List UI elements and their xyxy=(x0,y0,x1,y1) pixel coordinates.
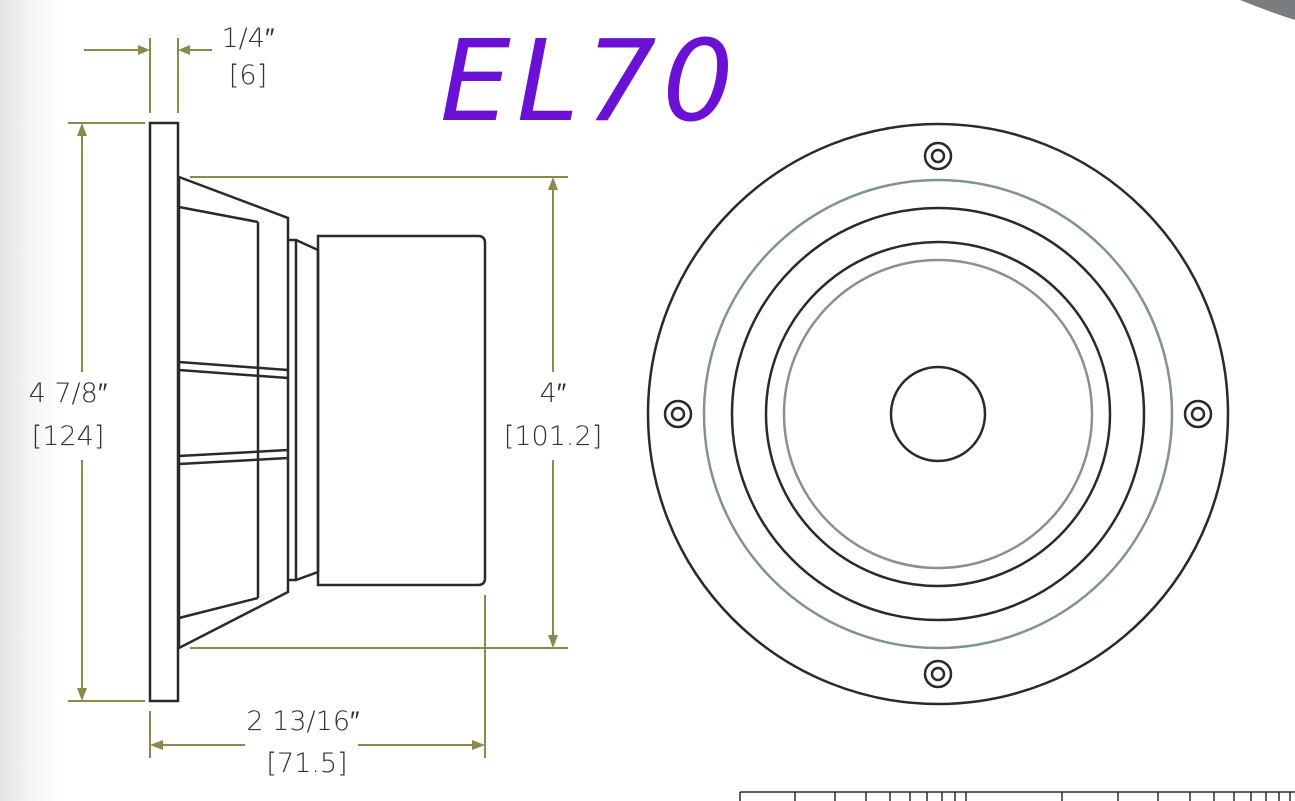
mounting-hole-top-outer xyxy=(923,141,953,171)
title-text: EL70 xyxy=(440,17,740,147)
corner-shadow xyxy=(1240,0,1295,20)
mounting-hole-left-inner xyxy=(670,406,686,422)
basket-spoke-1 xyxy=(178,360,289,372)
flange-outline xyxy=(148,121,180,703)
arrow-cutout-bottom xyxy=(548,635,558,648)
scale-ruler xyxy=(739,791,1295,801)
dimension-arrows xyxy=(77,45,558,750)
label-height-imperial: 4 7/8″ xyxy=(29,378,108,409)
side-view xyxy=(148,121,487,703)
dimension-labels: 1/4″ [6] 4 7/8″ [124] 4″ [101.2] 2 13/16… xyxy=(29,23,603,779)
basket-spoke-2 xyxy=(178,368,289,380)
label-cutout-imperial: 4″ xyxy=(540,378,567,409)
surround-inner xyxy=(764,240,1112,588)
mounting-hole-top-inner xyxy=(930,148,946,164)
label-cutout-metric: [101.2] xyxy=(504,421,602,452)
arrow-depth-left xyxy=(150,740,163,750)
dust-cap xyxy=(889,365,987,463)
basket-spoke-4 xyxy=(178,456,289,466)
gray-ring-outer xyxy=(702,178,1174,650)
mounting-hole-right-outer xyxy=(1183,399,1213,429)
basket-spoke-3 xyxy=(178,448,289,458)
arrow-height-top xyxy=(77,123,87,136)
arrow-flange-left xyxy=(138,45,150,55)
label-depth-imperial: 2 13/16″ xyxy=(246,706,360,737)
label-flange-imperial: 1/4″ xyxy=(221,23,274,54)
mounting-hole-bottom-inner xyxy=(930,666,946,682)
arrow-cutout-top xyxy=(548,177,558,190)
mounting-holes xyxy=(663,141,1213,689)
arrow-depth-right xyxy=(472,740,485,750)
magnet-outline xyxy=(316,234,487,587)
basket-rib-bottom xyxy=(178,596,259,620)
basket-outline xyxy=(177,175,290,651)
motor-plate xyxy=(288,238,320,582)
mounting-hole-right-inner xyxy=(1190,406,1206,422)
front-view xyxy=(646,122,1230,706)
mounting-hole-bottom-outer xyxy=(923,659,953,689)
cone-edge xyxy=(782,258,1094,570)
label-height-metric: [124] xyxy=(32,421,105,452)
dimension-lines xyxy=(68,38,568,758)
label-flange-metric: [6] xyxy=(229,60,267,91)
arrow-height-bottom xyxy=(77,688,87,701)
basket-rib-top xyxy=(178,205,259,224)
outer-rim xyxy=(646,122,1230,706)
product-title: EL70 xyxy=(440,17,740,147)
mounting-hole-left-outer xyxy=(663,399,693,429)
surround-outer xyxy=(730,206,1146,622)
arrow-flange-right xyxy=(178,45,190,55)
label-depth-metric: [71.5] xyxy=(266,748,347,779)
